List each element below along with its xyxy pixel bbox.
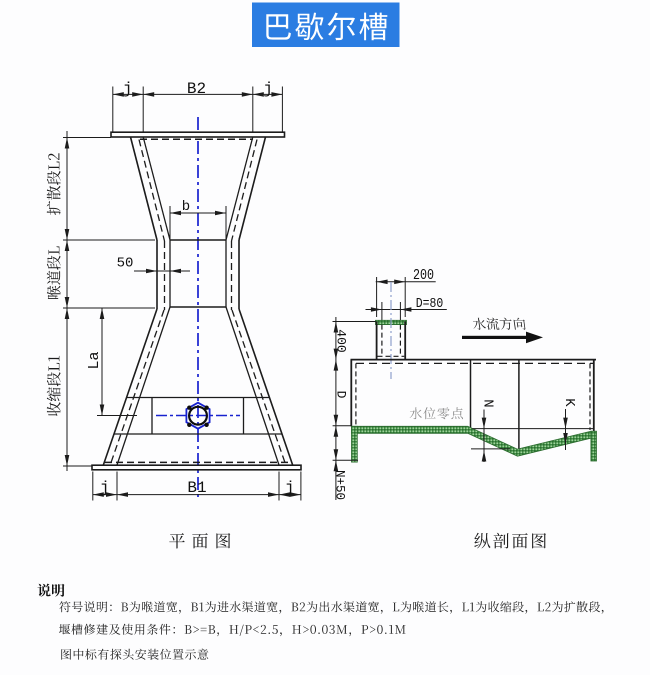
svg-text:N: N — [480, 399, 496, 407]
svg-text:j: j — [123, 80, 133, 98]
svg-text:b: b — [182, 199, 190, 215]
svg-text:j: j — [263, 80, 273, 98]
svg-text:K: K — [561, 398, 577, 407]
svg-text:B1: B1 — [187, 479, 206, 497]
svg-text:N+50: N+50 — [332, 470, 346, 500]
svg-text:j: j — [285, 479, 295, 497]
svg-text:j: j — [100, 479, 110, 497]
svg-text:400: 400 — [334, 329, 349, 352]
svg-text:200: 200 — [413, 267, 434, 284]
svg-text:D: D — [334, 391, 349, 399]
svg-text:B2: B2 — [187, 80, 206, 98]
svg-text:La: La — [86, 351, 103, 369]
svg-text:50: 50 — [117, 256, 134, 272]
svg-text:D=80: D=80 — [416, 296, 444, 312]
